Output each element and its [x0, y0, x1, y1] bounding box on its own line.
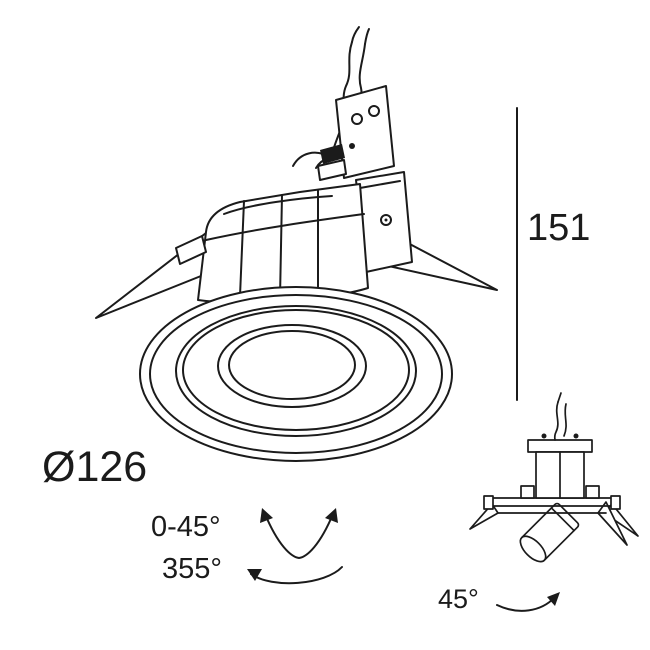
- tilt-range-label: 0-45°: [151, 511, 221, 543]
- diameter-dimension-label: Ø126: [42, 443, 148, 491]
- rotation-arrow: [247, 566, 343, 585]
- main-fixture-drawing: [95, 26, 498, 462]
- side-view-body: [527, 433, 593, 499]
- side-view-wires: [553, 392, 567, 441]
- mounting-plate: [317, 85, 395, 181]
- side-tilt-arrow: [496, 592, 560, 612]
- side-view-drawing: [469, 392, 639, 563]
- lens: [217, 324, 367, 408]
- rotation-angle-label: 355°: [162, 553, 222, 585]
- tilt-range-arrow: [260, 508, 338, 559]
- junction-box: [355, 171, 413, 273]
- height-dimension-label: 151: [527, 207, 591, 249]
- trim-ring: [139, 286, 453, 462]
- side-tilt-angle-label: 45°: [438, 584, 479, 614]
- side-view-lamp: [519, 502, 580, 563]
- gear-housing: [175, 183, 369, 304]
